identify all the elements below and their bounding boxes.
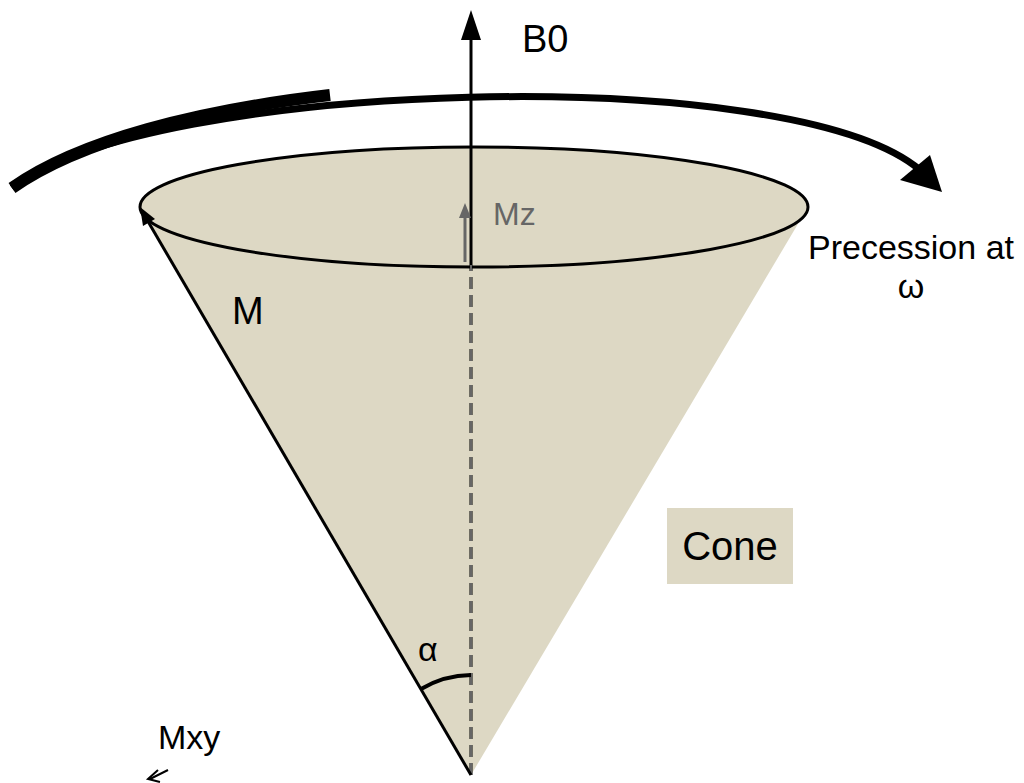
- m-vector: [146, 218, 471, 775]
- cone-body: [140, 207, 808, 775]
- cone-label: Cone: [682, 524, 778, 569]
- precession-label: Precession at ω: [808, 228, 1014, 306]
- cone-label-box: Cone: [667, 508, 793, 584]
- b0-arrowhead: [461, 10, 481, 40]
- b0-axis: [470, 40, 473, 265]
- dashed-axis-grey: [470, 265, 472, 775]
- precession-arrowhead: [900, 155, 942, 192]
- cone-rim: [140, 147, 808, 267]
- mz-label: Mz: [493, 196, 536, 233]
- precession-arrow: [12, 97, 920, 188]
- alpha-arc: [421, 675, 471, 689]
- alpha-label: α: [418, 630, 438, 669]
- dashed-axis: [470, 265, 473, 775]
- mz-vector: [464, 214, 467, 262]
- b0-label: B0: [522, 18, 568, 62]
- precession-arrow-tail: [12, 95, 330, 188]
- mxy-arrowhead: [148, 770, 160, 782]
- mz-arrowhead: [459, 203, 471, 218]
- mxy-label: Mxy: [158, 718, 220, 757]
- m-arrowhead: [140, 207, 155, 226]
- m-label: M: [232, 290, 264, 334]
